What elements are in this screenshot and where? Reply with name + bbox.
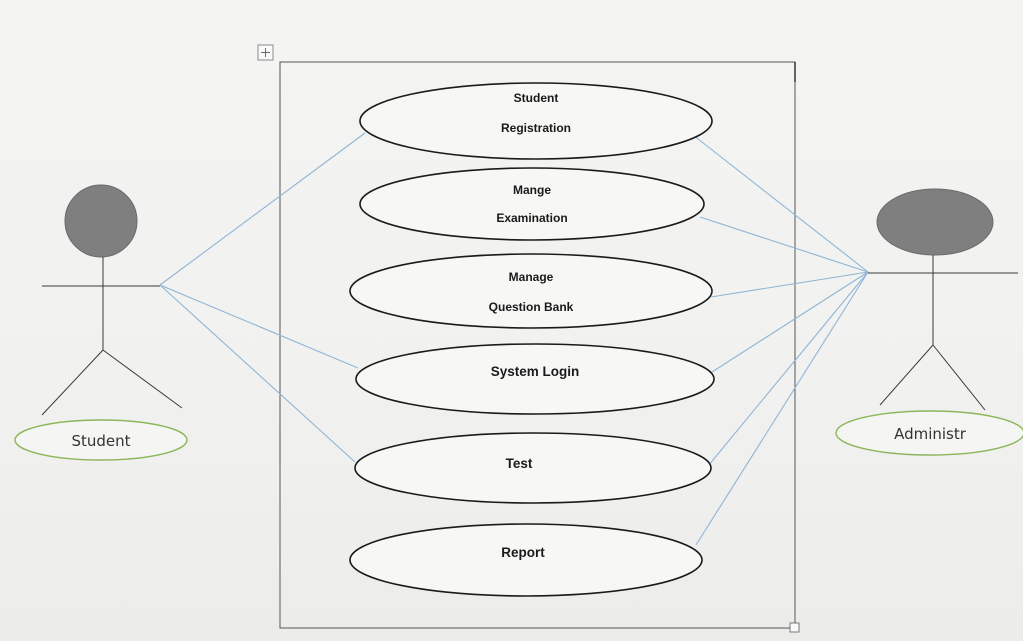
assoc-admin-questionbank	[710, 271, 869, 298]
system-boundary	[279, 61, 796, 629]
assoc-student-login	[159, 284, 359, 369]
use-case-label: Report	[501, 545, 545, 560]
use-case-mange-examination[interactable]: Mange Examination	[359, 167, 705, 241]
use-case-label: Registration	[501, 121, 571, 135]
admin-associations	[692, 134, 869, 546]
assoc-admin-registration	[692, 134, 869, 273]
actor-label: Student	[71, 432, 130, 450]
use-case-label: Student	[514, 91, 559, 105]
resize-handle[interactable]	[789, 622, 800, 633]
actor-left-leg	[879, 344, 934, 406]
use-case-label: System Login	[491, 364, 580, 379]
actor-right-leg	[932, 344, 986, 411]
actor-student[interactable]: Student	[14, 184, 188, 461]
use-case-label: Mange	[513, 183, 551, 197]
use-case-report[interactable]: Report	[349, 523, 703, 597]
move-handle-icon[interactable]	[257, 44, 274, 61]
use-case-student-registration[interactable]: Student Registration	[359, 82, 713, 160]
use-case-label: Manage	[509, 270, 554, 284]
use-case-label: Test	[506, 456, 533, 471]
assoc-admin-report	[695, 271, 869, 546]
assoc-admin-examination	[699, 216, 869, 273]
actor-head	[876, 188, 994, 256]
actor-admin[interactable]: Administr	[835, 188, 1023, 456]
use-case-label: Examination	[496, 211, 567, 225]
use-case-label: Question Bank	[489, 300, 574, 314]
use-case-system-login[interactable]: System Login	[355, 343, 715, 415]
actor-label-oval	[14, 419, 188, 461]
assoc-student-test	[159, 284, 356, 463]
student-associations	[159, 132, 366, 463]
assoc-student-registration	[159, 132, 366, 286]
actor-head	[64, 184, 138, 258]
actor-left-leg	[41, 349, 104, 416]
use-case-test[interactable]: Test	[354, 432, 712, 504]
assoc-admin-test	[707, 271, 869, 467]
actor-right-leg	[102, 349, 183, 409]
assoc-admin-login	[711, 271, 869, 373]
use-case-manage-question-bank[interactable]: Manage Question Bank	[349, 253, 713, 329]
actor-label-oval	[835, 410, 1023, 456]
actor-label: Administr	[894, 425, 967, 443]
